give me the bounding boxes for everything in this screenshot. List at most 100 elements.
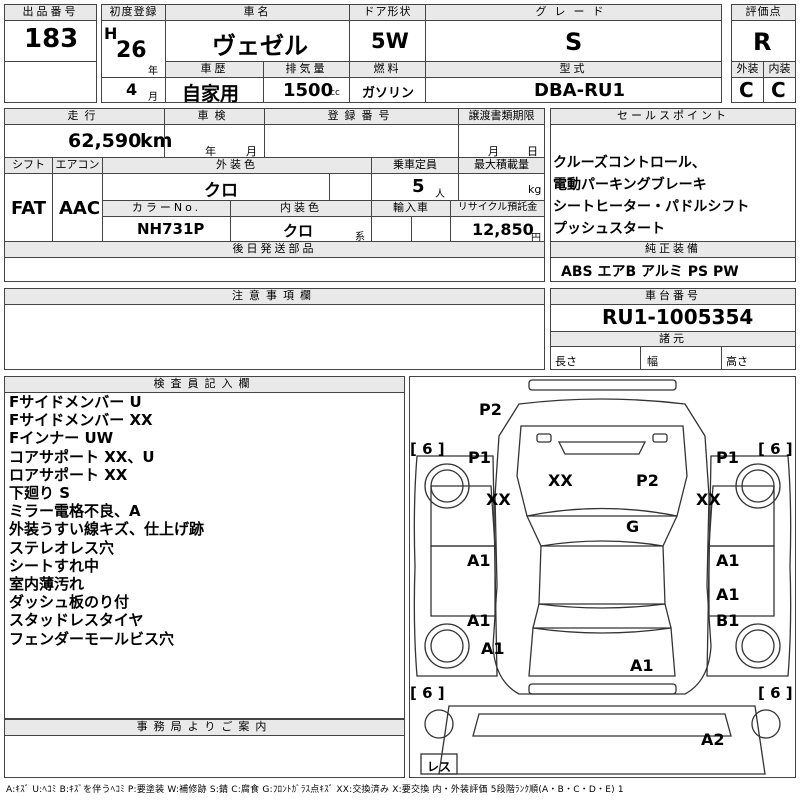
mark-left-front-door: A1 <box>467 551 491 570</box>
max-load-unit: kg <box>528 183 542 196</box>
sales-points-header: セールスポイント <box>550 108 796 125</box>
mark-left-rear-door: A1 <box>467 611 491 630</box>
model-code: DBA-RU1 <box>534 80 626 101</box>
mark-rear-roof: A1 <box>630 656 654 675</box>
int-color-header: 内装色 <box>230 200 372 217</box>
shaken-month-unit: 月 <box>246 145 257 158</box>
office-cell <box>4 735 405 778</box>
shaken-year-unit: 年 <box>205 145 216 158</box>
tire-rear-right-value: 6 <box>770 684 781 702</box>
first-reg-header: 初度登録 <box>101 4 166 21</box>
tire-front-left: [ 6 ] <box>410 440 445 458</box>
max-load-header: 最大積載量 <box>458 157 545 174</box>
notes-cell <box>4 304 545 370</box>
inspector-note: ロアサポート XX <box>9 465 128 484</box>
grade-header: グレード <box>425 4 722 21</box>
int-color-unit: 系 <box>355 232 365 243</box>
mark-right-rear-door-a1: A1 <box>716 585 740 604</box>
mark-front-bumper: P2 <box>479 400 502 419</box>
ext-color-header: 外装色 <box>102 157 372 174</box>
model-header: 型式 <box>425 61 722 78</box>
width-label: 幅 <box>647 355 658 368</box>
overall-score: R <box>753 28 772 56</box>
recycle-header: リサイクル預託金 <box>450 200 545 217</box>
later-parts-header: 後日発送部品 <box>4 241 545 258</box>
era-label: H <box>104 24 118 43</box>
tire-front-left-value: 6 <box>422 440 433 458</box>
displacement: 1500 <box>283 80 334 101</box>
sales-point-4: プッシュスタート <box>553 221 665 237</box>
tire-front-right: [ 6 ] <box>758 440 793 458</box>
office-header: 事務局よりご案内 <box>4 719 405 736</box>
transfer-month-unit: 月 <box>488 145 499 158</box>
height-label: 高さ <box>726 355 748 368</box>
mileage-header: 走行 <box>4 108 165 125</box>
interior-score-cell <box>763 77 796 103</box>
standard-equipment: ABS エアB アルミ PS PW <box>561 264 739 280</box>
recycle-unit: 円 <box>531 233 541 244</box>
inspector-header: 検査員記入欄 <box>4 376 405 393</box>
capacity-unit: 人 <box>435 189 445 200</box>
ext-color: クロ <box>204 181 238 201</box>
length-label: 長さ <box>555 355 577 368</box>
reg-no-header: 登録番号 <box>264 108 459 125</box>
reg-no-cell <box>264 124 459 158</box>
shift: FAT <box>11 198 47 219</box>
specs-divider-1 <box>640 346 641 370</box>
later-parts-cell <box>4 257 545 282</box>
fuel-header: 燃料 <box>349 61 426 78</box>
capacity: 5 <box>412 176 425 197</box>
inspector-note: Fインナー UW <box>9 429 114 448</box>
displacement-unit: cc <box>330 88 340 98</box>
history: 自家用 <box>182 83 240 105</box>
model-cell <box>425 77 722 103</box>
capacity-header: 乗車定員 <box>371 157 459 174</box>
inspector-note: コアサポート XX、U <box>9 447 155 466</box>
import-header: 輸入車 <box>371 200 451 217</box>
transfer-day-unit: 日 <box>527 145 538 158</box>
inspector-note: ダッシュ板のり付 <box>9 593 130 612</box>
chassis-no-header: 車台番号 <box>550 288 796 305</box>
car-diagram <box>413 379 792 775</box>
import-divider <box>411 216 412 242</box>
sales-point-3: シートヒーター・パドルシフト <box>553 199 750 215</box>
shaken-header: 車検 <box>164 108 265 125</box>
aircon: AAC <box>59 198 101 219</box>
damage-code-legend: A:ｷｽﾞ U:ﾍｺﾐ B:ｷｽﾞを伴うﾍｺﾐ P:要塗装 W:補修跡 S:錆 … <box>6 785 624 795</box>
mileage: 62,590 <box>68 130 142 152</box>
tire-rear-left: [ 6 ] <box>410 684 445 702</box>
inspector-note: ステレオレス穴 <box>9 538 115 557</box>
door-type: 5W <box>371 29 409 53</box>
standard-equipment-header: 純正装備 <box>550 241 796 258</box>
tire-rear-left-value: 6 <box>422 684 433 702</box>
spare-tire-label: レス <box>427 760 452 774</box>
inspector-note: 外装うすい線キズ、仕上げ跡 <box>9 520 205 539</box>
first-reg-month: 4 <box>126 80 138 99</box>
lot-no-header: 出品番号 <box>4 4 97 21</box>
mark-right-front-fender: P1 <box>716 448 739 467</box>
specs-cell <box>550 346 796 370</box>
interior-score: C <box>771 78 786 102</box>
first-reg-year: 26 <box>116 38 147 63</box>
ext-color-divider <box>329 173 330 201</box>
mark-left-front-member: XX <box>486 490 511 509</box>
mark-windshield: G <box>626 517 640 536</box>
interior-score-header: 内装 <box>763 61 796 78</box>
inspector-note: Fサイドメンバー XX <box>9 411 153 430</box>
inspector-note: Fサイドメンバー U <box>9 393 142 411</box>
car-diagram-panel <box>409 376 796 778</box>
fuel: ガソリン <box>362 86 415 101</box>
inspector-notes-list: Fサイドメンバー U Fサイドメンバー XX Fインナー UW コアサポート X… <box>9 393 204 648</box>
tire-front-right-value: 6 <box>770 440 781 458</box>
exterior-score-header: 外装 <box>731 61 764 78</box>
month-unit: 月 <box>148 92 158 103</box>
mark-rear-bumper: A2 <box>701 730 725 749</box>
specs-divider-2 <box>721 346 722 370</box>
lot-no-lower-cell <box>4 61 97 103</box>
transfer-header: 譲渡書類期限 <box>458 108 545 125</box>
inspector-note: スタッドレスタイヤ <box>9 611 144 630</box>
shift-header: シフト <box>4 157 53 174</box>
inspector-note: ミラー電格不良、A <box>9 502 141 521</box>
lot-no: 183 <box>24 24 79 54</box>
mark-left-front-fender: P1 <box>468 448 491 467</box>
